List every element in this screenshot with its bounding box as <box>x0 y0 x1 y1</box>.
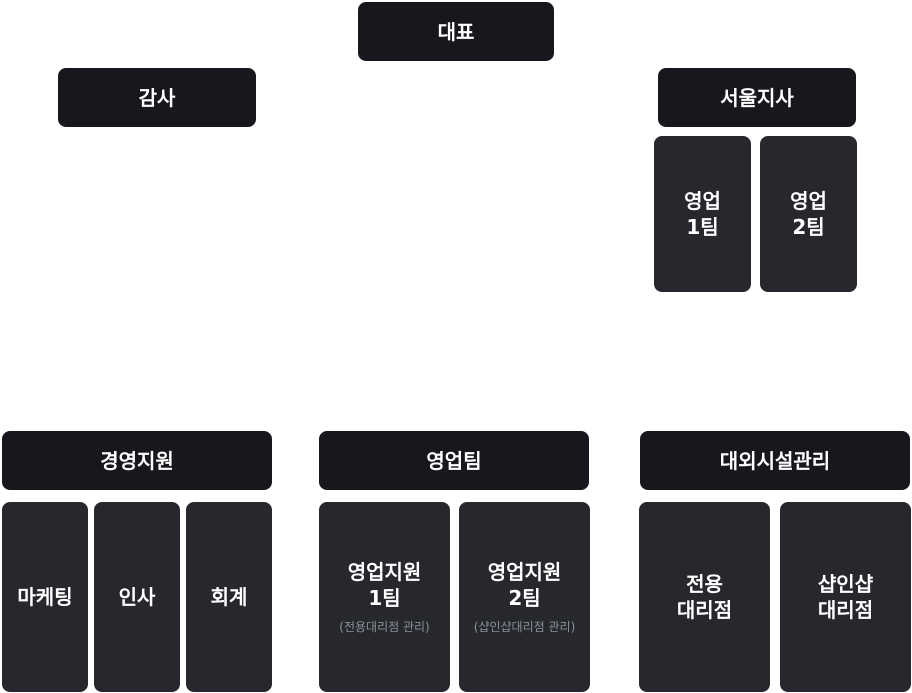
ceo-label: 대표 <box>437 19 475 44</box>
shop-in-shop-dealer: 샵인샵 대리점 <box>780 502 911 692</box>
seoul-sales-team-1-line2: 1팀 <box>686 215 719 239</box>
sales-support-team-2-line1: 영업지원 <box>487 559 562 584</box>
marketing-team-label: 마케팅 <box>17 585 73 609</box>
sales-support-team-1-line2: 1팀 <box>368 585 401 610</box>
ceo-box: 대표 <box>358 2 554 61</box>
management-support-label: 경영지원 <box>100 448 174 473</box>
seoul-sales-team-2-line1: 영업 <box>790 189 827 213</box>
audit-box: 감사 <box>58 68 256 127</box>
seoul-branch-label: 서울지사 <box>720 85 794 110</box>
audit-label: 감사 <box>138 85 176 110</box>
seoul-sales-team-1: 영업 1팀 <box>654 136 751 292</box>
accounting-team-label: 회계 <box>210 585 248 609</box>
external-facilities-label: 대외시설관리 <box>719 448 831 473</box>
seoul-sales-team-2: 영업 2팀 <box>760 136 857 292</box>
shop-in-shop-dealer-line2: 대리점 <box>817 598 874 622</box>
sales-support-team-1: 영업지원 1팀 (전용대리점 관리) <box>319 502 450 692</box>
sales-support-team-2-note: (샵인샵대리점 관리) <box>473 619 576 634</box>
external-facilities-box: 대외시설관리 <box>640 431 910 490</box>
seoul-sales-team-1-line1: 영업 <box>684 189 721 213</box>
management-support-box: 경영지원 <box>2 431 272 490</box>
sales-support-team-1-note: (전용대리점 관리) <box>339 619 430 634</box>
sales-support-team-2-line2: 2팀 <box>508 585 541 610</box>
accounting-team: 회계 <box>186 502 272 692</box>
shop-in-shop-dealer-line1: 샵인샵 <box>817 572 874 596</box>
sales-team-box: 영업팀 <box>319 431 589 490</box>
sales-support-team-1-line1: 영업지원 <box>347 559 422 584</box>
sales-support-team-2: 영업지원 2팀 (샵인샵대리점 관리) <box>459 502 590 692</box>
hr-team-label: 인사 <box>118 585 156 609</box>
sales-team-label: 영업팀 <box>426 448 482 473</box>
marketing-team: 마케팅 <box>2 502 88 692</box>
exclusive-dealer: 전용 대리점 <box>639 502 770 692</box>
seoul-branch-box: 서울지사 <box>658 68 856 127</box>
exclusive-dealer-line1: 전용 <box>686 572 723 596</box>
hr-team: 인사 <box>94 502 180 692</box>
seoul-sales-team-2-line2: 2팀 <box>792 215 825 239</box>
exclusive-dealer-line2: 대리점 <box>676 598 733 622</box>
